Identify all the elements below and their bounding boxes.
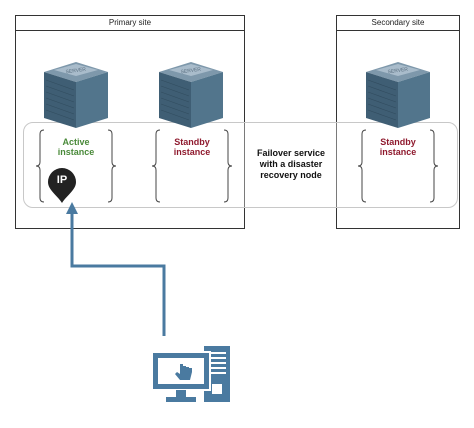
connector-arrowhead bbox=[66, 202, 78, 214]
left-brace bbox=[35, 129, 45, 203]
server-icon: SERVER bbox=[155, 58, 227, 132]
left-brace bbox=[151, 129, 161, 203]
failover-service-label: Failover service with a disaster recover… bbox=[256, 148, 326, 180]
server-label: SERVER bbox=[180, 67, 201, 76]
workstation-icon bbox=[150, 344, 232, 404]
ip-label: IP bbox=[56, 174, 68, 186]
hand-pointer-icon bbox=[175, 364, 192, 380]
server-label: SERVER bbox=[65, 67, 86, 76]
failover-band bbox=[23, 122, 458, 208]
standby-instance-label: Standby instance bbox=[379, 137, 417, 157]
server-label: SERVER bbox=[387, 67, 408, 76]
secondary-site-title: Secondary site bbox=[337, 16, 459, 31]
ip-pin-icon: IP bbox=[47, 168, 77, 204]
right-brace bbox=[107, 129, 117, 203]
server-icon: SERVER bbox=[40, 58, 112, 132]
left-brace bbox=[357, 129, 367, 203]
primary-site-title: Primary site bbox=[16, 16, 244, 31]
connector-line bbox=[70, 210, 166, 336]
right-brace bbox=[429, 129, 439, 203]
standby-instance-label: Standby instance bbox=[173, 137, 211, 157]
right-brace bbox=[223, 129, 233, 203]
server-icon: SERVER bbox=[362, 58, 434, 132]
active-instance-label: Active instance bbox=[57, 137, 95, 157]
